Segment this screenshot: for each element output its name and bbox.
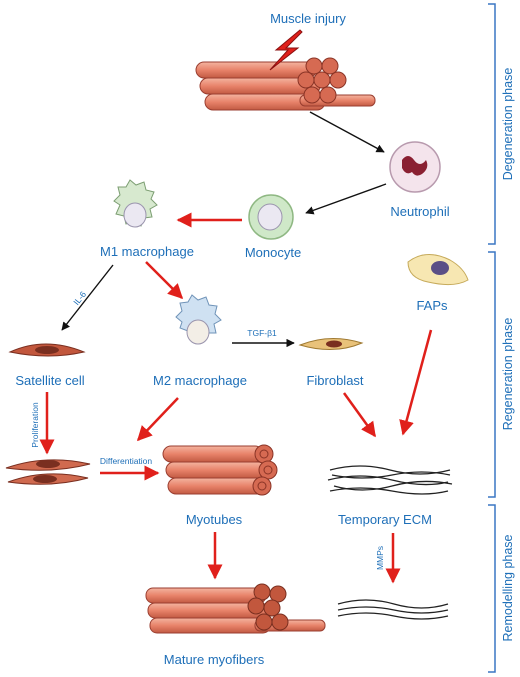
remodelled-ecm-illustration xyxy=(337,599,449,620)
mature-myofibers-illustration xyxy=(145,583,326,634)
label-temporary-ecm: Temporary ECM xyxy=(338,512,432,527)
label-fibroblast: Fibroblast xyxy=(306,373,363,388)
phase-label-remodelling: Remodelling phase xyxy=(501,534,515,641)
phase-label-degeneration: Degeneration phase xyxy=(501,68,515,181)
arrow-m1-to-m2 xyxy=(145,261,184,300)
arrow-fibroblast-to-ecm xyxy=(342,392,377,438)
satellite-cell-illustration xyxy=(8,343,86,357)
edge-label-tgf: TGF-β1 xyxy=(247,328,277,338)
label-myotubes: Myotubes xyxy=(186,512,243,527)
label-muscle-injury: Muscle injury xyxy=(270,11,346,26)
m1-macrophage-illustration xyxy=(113,179,158,228)
arrow-faps-to-ecm xyxy=(399,329,433,436)
faps-illustration xyxy=(407,254,469,286)
myotubes-illustration xyxy=(162,444,278,496)
neutrophil-illustration xyxy=(389,141,441,193)
label-m2-macrophage: M2 macrophage xyxy=(153,373,247,388)
lightning-bolt-icon xyxy=(269,29,303,71)
label-mature-myofibers: Mature myofibers xyxy=(164,652,265,667)
bracket-regeneration xyxy=(488,251,496,498)
label-neutrophil: Neutrophil xyxy=(390,204,449,219)
label-satellite-cell: Satellite cell xyxy=(15,373,84,388)
arrow-m1-to-satellite xyxy=(61,264,114,331)
temporary-ecm-illustration xyxy=(327,465,453,495)
bracket-degeneration xyxy=(488,3,496,245)
arrow-m2-to-myotubes xyxy=(136,397,179,442)
edge-label-proliferation: Proliferation xyxy=(30,402,40,448)
fibroblast-illustration xyxy=(298,337,364,351)
m2-macrophage-illustration xyxy=(175,294,222,345)
arrow-injury-to-neutrophil xyxy=(309,111,385,153)
label-monocyte: Monocyte xyxy=(245,245,301,260)
label-m1-macrophage: M1 macrophage xyxy=(100,244,194,259)
phase-brackets xyxy=(488,3,496,673)
phase-label-regeneration: Regeneration phase xyxy=(501,318,515,431)
proliferated-cells-illustration xyxy=(5,459,91,485)
edge-label-differentiation: Differentiation xyxy=(100,456,153,466)
arrows xyxy=(39,111,433,584)
edge-label-il6: IL-6 xyxy=(71,289,88,307)
muscle-bundle-illustration xyxy=(195,57,376,111)
arrow-neutrophil-to-monocyte xyxy=(305,183,387,215)
bracket-remodelling xyxy=(488,504,496,673)
label-faps: FAPs xyxy=(416,298,448,313)
edge-label-mmps: MMPs xyxy=(375,546,385,570)
monocyte-illustration xyxy=(248,194,294,240)
